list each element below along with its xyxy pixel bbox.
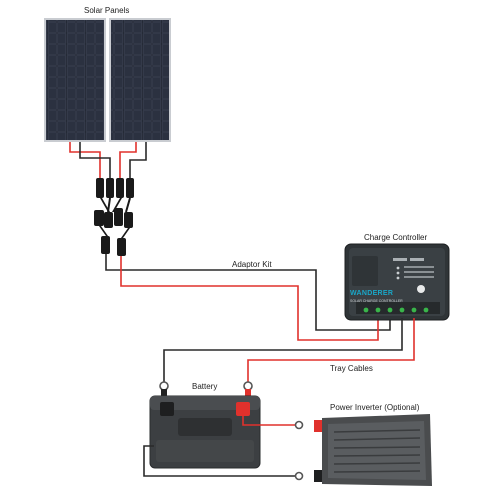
battery-unit: [149, 395, 261, 469]
tray-cables-label: Tray Cables: [330, 364, 373, 373]
adaptor-kit-label: Adaptor Kit: [232, 260, 272, 269]
solar-panel-left: [44, 18, 106, 142]
battery-ring-terminals: [159, 381, 253, 397]
charge-controller-unit: [344, 243, 450, 321]
panel-leads: [69, 142, 147, 178]
mc4-connectors: [94, 178, 134, 256]
charge-controller-label: Charge Controller: [364, 233, 428, 242]
controller-brand: WANDERER: [350, 290, 394, 297]
battery-label: Battery: [192, 382, 218, 391]
solar-panels-label: Solar Panels: [84, 6, 130, 15]
adaptor-kit-wires: [105, 254, 391, 341]
tray-cable-wires: [163, 318, 415, 382]
inverter-wires: [143, 410, 304, 481]
power-inverter-label: Power Inverter (Optional): [330, 403, 420, 412]
power-inverter-unit: [314, 414, 432, 486]
solar-panel-right: [109, 18, 171, 142]
controller-subtitle: SOLAR CHARGE CONTROLLER: [350, 299, 403, 303]
